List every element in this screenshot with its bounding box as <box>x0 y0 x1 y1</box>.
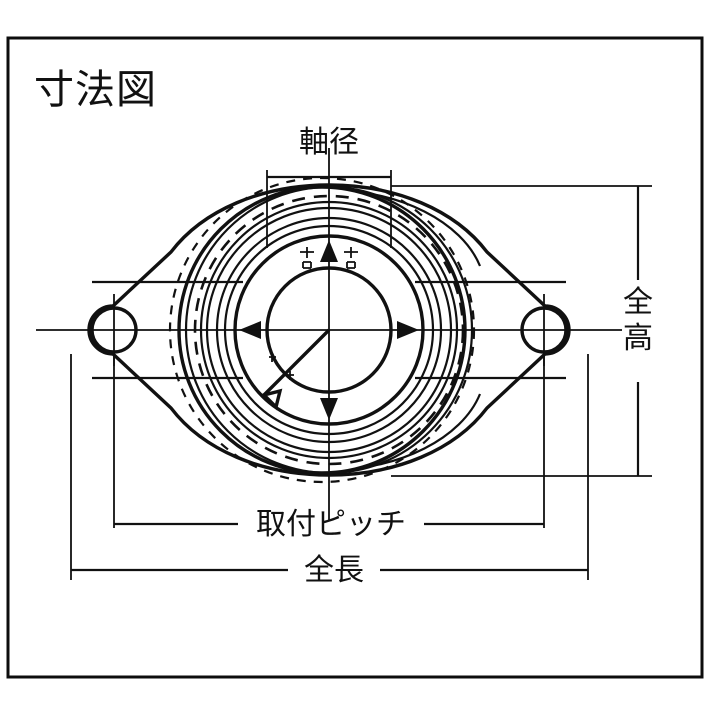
dim-label-shaft-diameter: 軸径 <box>299 125 359 160</box>
page-title: 寸法図 <box>34 67 157 113</box>
dimension-shaft-diameter: 軸径 <box>266 125 392 248</box>
set-screw-marks <box>300 247 358 269</box>
dim-label-overall-height-char2: 高 <box>623 321 653 356</box>
dimension-overall-height: 全 高 <box>391 185 653 477</box>
dim-label-mounting-pitch: 取付ピッチ <box>256 507 406 542</box>
dim-label-overall-length: 全長 <box>304 553 364 588</box>
flange-wing-edges <box>92 280 566 380</box>
dimension-mounting-pitch: 取付ピッチ <box>113 352 545 542</box>
dim-label-overall-height-char1: 全 <box>623 285 653 320</box>
radius-leader-line <box>260 328 331 411</box>
dimension-overall-length: 全長 <box>70 354 589 588</box>
